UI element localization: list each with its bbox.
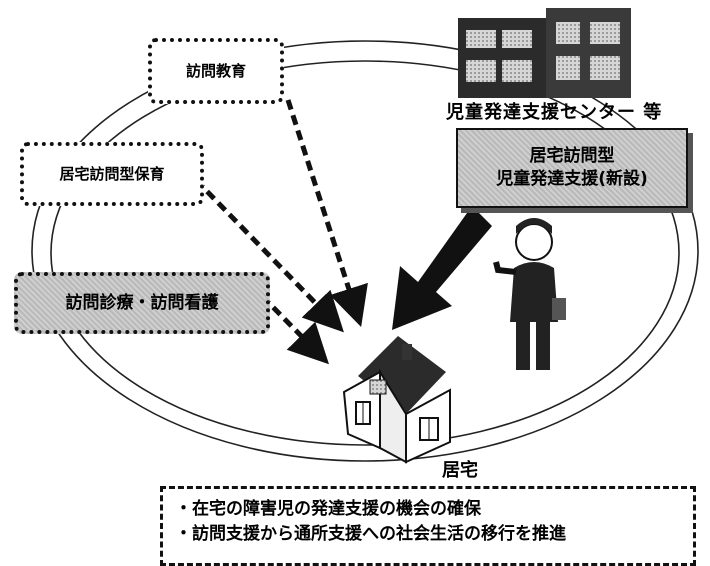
summary-note-box: ・在宅の障害児の発達支援の機会の確保 ・訪問支援から通所支援への社会生活の移行を… [160,486,696,566]
house-icon [342,336,451,464]
home-label: 居宅 [442,460,478,481]
new-service-line1: 居宅訪問型 [529,146,615,167]
new-service-box: 居宅訪問型 児童発達支援(新設) [456,128,688,208]
building-icon [458,8,631,98]
solid-arrow-icon [392,206,492,330]
note-line-1: ・在宅の障害児の発達支援の機会の確保 [175,499,481,519]
inner-ring [50,60,680,446]
visiting-education-box: 訪問教育 [148,38,284,104]
arrow-from-home-childcare [194,178,344,333]
home-medical-nursing-box: 訪問診療・訪問看護 [14,272,270,334]
outer-ring [31,40,699,462]
new-service-line2: 児童発達支援(新設) [496,169,648,189]
arrow-from-visiting-education [285,99,368,328]
note-line-2: ・訪問支援から通所支援への社会生活の移行を推進 [175,523,566,544]
arrow-from-home-medical [260,294,330,365]
home-childcare-box: 居宅訪問型保育 [20,142,204,206]
facility-label: 児童発達支援センター 等 [446,102,663,123]
person-icon [493,218,566,370]
